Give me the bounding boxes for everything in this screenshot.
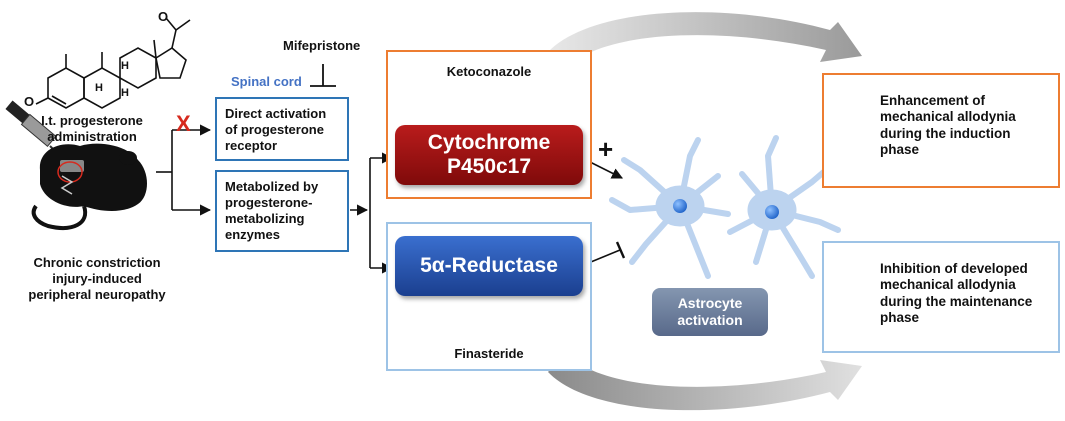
maintenance-outcome-box: Inhibition of developed mechanical allod…: [822, 241, 1060, 353]
hydrogen-label-3: H: [121, 87, 129, 99]
maintenance-outcome-text: Inhibition of developed mechanical allod…: [880, 261, 1033, 326]
bottom-curved-arrow: [548, 352, 862, 411]
administration-label: I.t. progesterone administration: [41, 113, 143, 144]
5a-reductase-node: 5α-Reductase: [395, 236, 583, 296]
hydrogen-label-1: H: [95, 82, 103, 94]
top-curved-arrow: [548, 12, 862, 70]
induction-outcome-box: Enhancement of mechanical allodynia duri…: [822, 73, 1060, 188]
steroid-structure-icon: [35, 17, 191, 109]
induction-outcome-text: Enhancement of mechanical allodynia duri…: [880, 93, 1016, 158]
neuropathy-model-label: Chronic constriction injury-induced peri…: [28, 255, 166, 302]
metabolized-text: Metabolized by progesterone- metabolizin…: [225, 179, 319, 242]
astrocyte-icon: [609, 135, 841, 279]
mifepristone-label: Mifepristone: [283, 38, 361, 53]
direct-activation-box: Direct activation of progesterone recept…: [215, 97, 349, 161]
oxygen-ketone-label: O: [24, 94, 34, 109]
cytochrome-p450c17-node: Cytochrome P450c17: [395, 125, 583, 185]
plus-sign: +: [598, 134, 614, 164]
rat-icon: [31, 143, 148, 230]
spinal-cord-label: Spinal cord: [231, 74, 302, 89]
metabolized-box: Metabolized by progesterone- metabolizin…: [215, 170, 349, 252]
blocked-x-mark: X: [176, 111, 191, 136]
astrocyte-activation-label: Astrocyte activation: [652, 288, 768, 336]
hydrogen-label-2: H: [121, 60, 129, 72]
direct-activation-text: Direct activation of progesterone recept…: [225, 106, 327, 153]
ketoconazole-label: Ketoconazole: [446, 64, 532, 79]
oxygen-acetyl-label: O: [158, 9, 168, 24]
finasteride-label: Finasteride: [454, 346, 524, 361]
connector-lines: [156, 124, 626, 274]
